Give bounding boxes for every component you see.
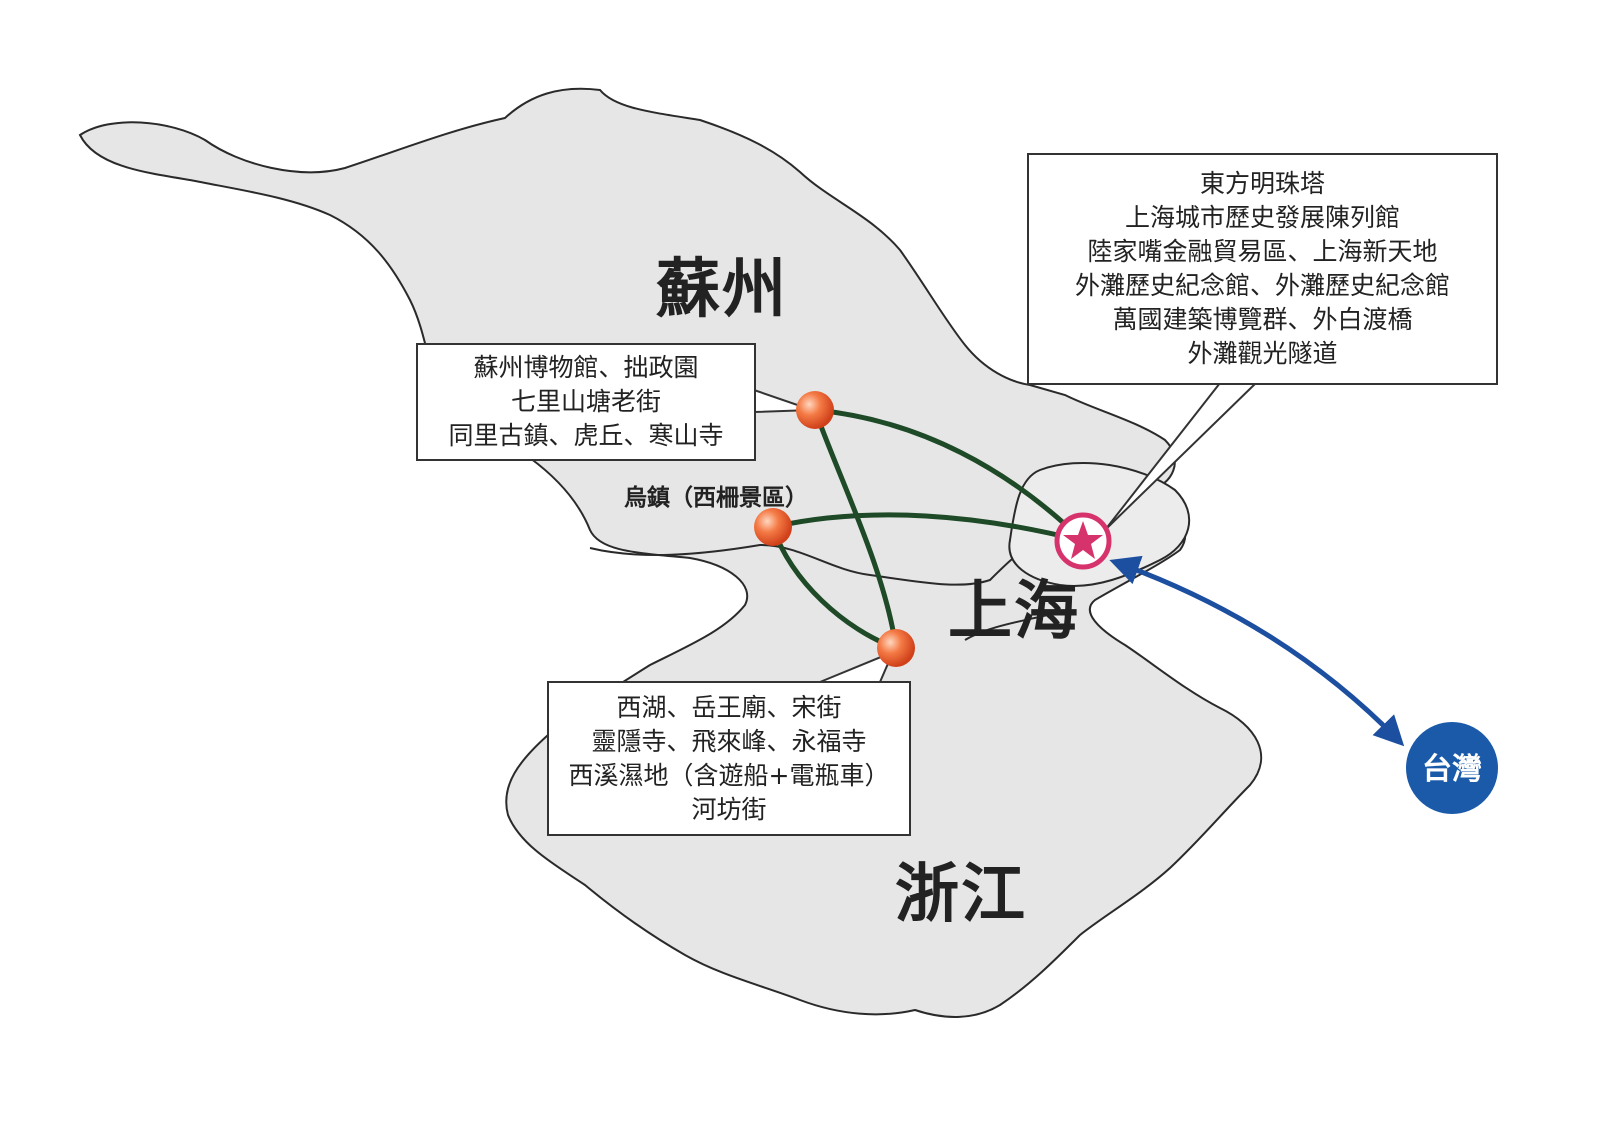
- hangzhou-node[interactable]: [877, 629, 915, 667]
- route-wuzhen-shanghai: [772, 512, 1084, 544]
- attraction-line: 蘇州博物館、拙政園: [473, 353, 699, 382]
- route-suzhou-hangzhou: [812, 409, 899, 649]
- attraction-line: 河坊街: [691, 794, 767, 824]
- attraction-line: 外灘歷史紀念館、外灘歷史紀念館: [1074, 271, 1450, 300]
- shanghai-star-marker[interactable]: [1054, 512, 1112, 570]
- land-outline: [78, 87, 1263, 1018]
- shanghai-attractions-box: 東方明珠塔 上海城市歷史發展陳列館 陸家嘴金融貿易區、上海新天地 外灘歷史紀念館…: [1027, 153, 1498, 385]
- province-border: [589, 539, 1041, 586]
- attraction-line: 上海城市歷史發展陳列館: [1124, 203, 1400, 232]
- taiwan-label: 台灣: [1422, 752, 1482, 787]
- wuzhen-node[interactable]: [754, 508, 792, 546]
- attraction-line: 外灘觀光隧道: [1187, 339, 1338, 368]
- flight-route-arrow: [1109, 555, 1405, 747]
- river: [964, 611, 1061, 641]
- star-icon: [1063, 521, 1103, 559]
- attraction-line: 西溪濕地（含遊船+電瓶車）: [568, 760, 890, 790]
- attraction-line: 陸家嘴金融貿易區、上海新天地: [1087, 237, 1438, 266]
- attraction-line: 靈隱寺、飛來峰、永福寺: [591, 726, 867, 756]
- region-label-suzhou: 蘇州: [656, 253, 788, 327]
- attraction-line: 西湖、岳王廟、宋街: [616, 692, 842, 722]
- route-suzhou-shanghai: [814, 407, 1085, 543]
- hangzhou-attractions-box: 西湖、岳王廟、宋街 靈隱寺、飛來峰、永福寺 西溪濕地（含遊船+電瓶車） 河坊街: [547, 681, 911, 836]
- region-label-shanghai: 上海: [948, 575, 1080, 649]
- suzhou-attractions-box: 蘇州博物館、拙政園 七里山塘老街 同里古鎮、虎丘、寒山寺: [416, 343, 756, 461]
- suzhou-node[interactable]: [796, 391, 834, 429]
- region-label-zhejiang: 浙江: [895, 858, 1027, 932]
- wuzhen-label: 烏鎮（西柵景區）: [624, 485, 808, 511]
- attraction-line: 同里古鎮、虎丘、寒山寺: [448, 421, 724, 450]
- attraction-line: 七里山塘老街: [510, 387, 661, 416]
- taiwan-marker[interactable]: [1406, 722, 1498, 814]
- attraction-line: 東方明珠塔: [1199, 169, 1325, 198]
- route-wuzhen-hangzhou: [770, 526, 897, 651]
- attraction-line: 萬國建築博覽群、外白渡橋: [1112, 305, 1413, 334]
